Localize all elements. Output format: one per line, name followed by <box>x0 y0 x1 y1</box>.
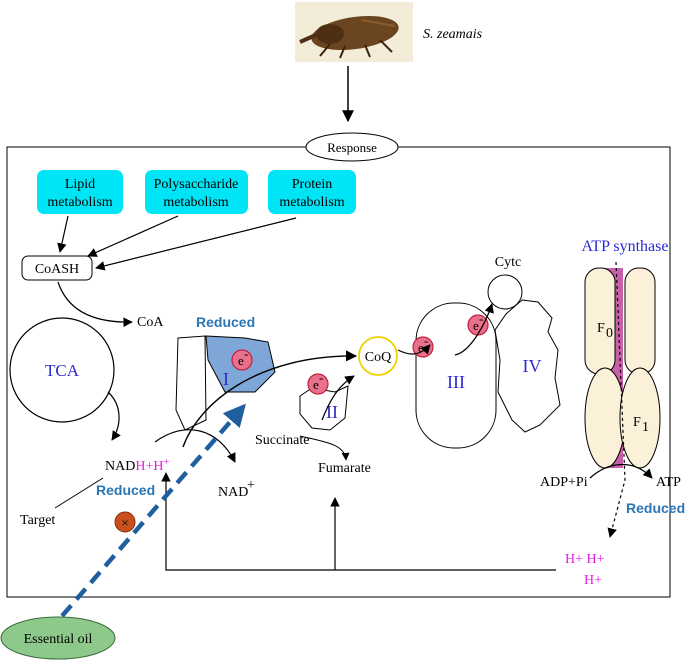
succinate-label: Succinate <box>255 433 309 448</box>
essential-oil-dashed-arrow <box>60 403 246 618</box>
atp-synthase-f1-sub: 1 <box>642 420 649 435</box>
protein-metabolism-line1: Protein <box>292 177 332 192</box>
protein-metabolism-line2: metabolism <box>279 195 344 210</box>
polysaccharide-to-coash-arrow <box>87 215 179 257</box>
proton-flow-arrow <box>607 261 626 538</box>
nadh-part-plus: + <box>163 457 169 468</box>
essential-oil-ellipse <box>0 616 116 660</box>
target-label: Target <box>20 513 55 528</box>
lipid-metabolism-line2: metabolism <box>47 195 112 210</box>
atp-synthase-reduced-label: Reduced <box>626 500 685 516</box>
nad-label: NAD <box>218 485 248 500</box>
complex-IV-shape <box>494 299 561 433</box>
adp-pi-label: ADP+Pi <box>540 475 588 490</box>
complex-II-electron-label: e <box>313 377 319 392</box>
cytc-circle <box>487 274 523 310</box>
complex-II-to-coq-arrow <box>321 375 355 421</box>
atp-synthase-f0-right <box>624 267 656 375</box>
complex-II-electron <box>307 373 329 395</box>
tca-label: TCA <box>45 361 80 380</box>
species-label: S. zeamais <box>423 27 483 42</box>
atp-synthase-f1-label: F <box>633 415 641 430</box>
atp-synthase-label: ATP synthase <box>582 238 669 255</box>
response-ellipse <box>305 132 399 162</box>
complex-III-electron-2-label: e <box>473 318 479 333</box>
complex-II-electron-sup: - <box>319 370 323 385</box>
complex-I-electron-sup: - <box>244 346 248 361</box>
complex-III-electron-2-sup: - <box>479 311 483 326</box>
complex-III-shape <box>415 302 497 449</box>
atp-label: ATP <box>656 475 681 490</box>
atp-synthase-f1-right <box>619 367 661 469</box>
nadh-label: NADH+H+ <box>105 457 169 474</box>
fumarate-label: Fumarate <box>318 461 371 476</box>
coash-label: CoASH <box>35 262 79 277</box>
complex-I-to-coq-arrow <box>182 350 358 448</box>
response-label: Response <box>327 140 377 155</box>
lipid-metabolism-line1: Lipid <box>65 177 95 192</box>
lipid-metabolism-box <box>37 170 123 214</box>
succinate-to-fumarate-arrow <box>299 435 350 461</box>
nadh-part-h: H+H <box>135 459 163 474</box>
complex-III-to-cytc-arrow <box>454 303 494 356</box>
adp-to-atp-arrow <box>589 464 653 479</box>
proton-to-nadh-feedback-arrow <box>161 472 556 571</box>
complex-I-label: I <box>223 369 229 389</box>
complex-I-left <box>175 335 207 431</box>
coash-box <box>21 255 93 281</box>
coq-circle <box>358 336 398 376</box>
atp-synthase-f0-label: F <box>597 321 605 336</box>
protons-line2: H+ <box>584 573 602 588</box>
nadh-reduced-label: Reduced <box>96 482 155 498</box>
nadh-to-nad-arrow <box>154 429 236 463</box>
inhibition-marker <box>114 511 136 533</box>
polysaccharide-metabolism-line2: metabolism <box>163 195 228 210</box>
coq-label: CoQ <box>365 350 391 365</box>
nad-sup: + <box>247 478 255 493</box>
atp-synthase-f1-left <box>584 367 626 469</box>
coq-to-complex-III-arrow <box>397 344 431 355</box>
complex-I-reduced-label: Reduced <box>196 314 255 330</box>
cytc-label: Cytc <box>495 255 521 270</box>
protons-line1: H+ H+ <box>565 552 605 567</box>
complex-I-electron <box>231 349 253 371</box>
protein-to-coash-arrow <box>95 217 297 271</box>
target-line <box>54 477 104 509</box>
coash-to-coa-arrow <box>57 281 133 328</box>
coa-label: CoA <box>137 315 164 330</box>
tca-to-nadh-arrow <box>107 391 121 441</box>
inhibition-symbol: × <box>121 515 128 530</box>
polysaccharide-metabolism-box <box>145 170 248 214</box>
lipid-to-coash-arrow <box>57 215 69 253</box>
atp-synthase-f0-sub: 0 <box>606 326 613 341</box>
complex-III-label: III <box>447 372 465 392</box>
complex-I-electron-label: e <box>238 353 244 368</box>
complex-IV-label: IV <box>523 356 542 376</box>
nadh-part-nad: NAD <box>105 459 135 474</box>
weevil-image <box>295 2 413 62</box>
polysaccharide-metabolism-line1: Polysaccharide <box>154 177 239 192</box>
tca-cycle <box>9 317 115 423</box>
complex-III-electron-1-sup: - <box>424 333 428 348</box>
protein-metabolism-box <box>268 170 356 214</box>
essential-oil-label: Essential oil <box>24 632 93 647</box>
complex-II-label: II <box>326 402 338 422</box>
